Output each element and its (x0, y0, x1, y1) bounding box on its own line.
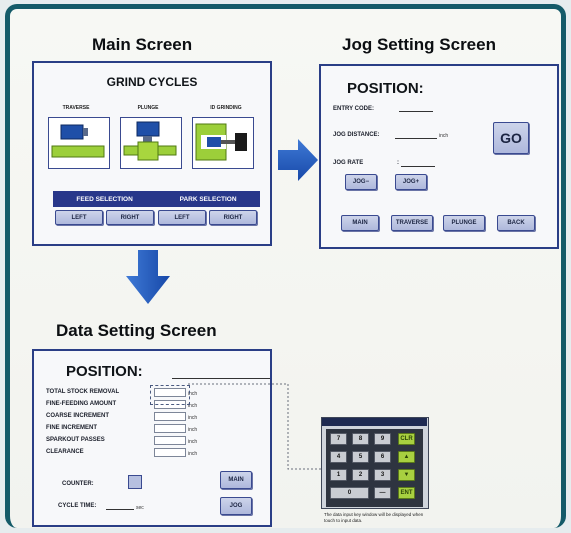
selection-header-bar: FEED SELECTION PARK SELECTION (53, 191, 260, 207)
key-8[interactable]: 8 (352, 433, 369, 445)
main-screen-title: Main Screen (92, 35, 193, 54)
grind-cycles-title: GRIND CYCLES (106, 75, 198, 89)
cycle-time-field (106, 509, 134, 510)
jog-minus-button[interactable]: JOG− (345, 174, 377, 190)
diagram-frame: Main Screen GRIND CYCLES TRAVERSE PLUNGE… (5, 4, 566, 528)
data-row-unit: inch (188, 415, 198, 421)
entry-code-field[interactable] (399, 111, 433, 112)
go-button[interactable]: GO (493, 122, 529, 154)
total-stock-removal-field[interactable] (154, 388, 186, 397)
counter-label: COUNTER: (62, 481, 94, 487)
entry-code-label: ENTRY CODE: (333, 106, 375, 112)
jog-distance-unit: inch (439, 133, 449, 139)
traverse-cycle-button[interactable] (48, 117, 110, 169)
counter-field[interactable] (128, 475, 142, 489)
arrow-to-jog-screen (278, 139, 318, 181)
key-minus[interactable]: — (374, 487, 391, 499)
feed-selection-label: FEED SELECTION (76, 195, 133, 203)
key-ent[interactable]: ENT (398, 487, 415, 499)
plunge-cycle-button[interactable] (120, 117, 182, 169)
data-position-field (172, 378, 270, 379)
id-grinding-icon (195, 123, 247, 161)
keypad-window: 7 8 9 CLR 4 5 6 ▲ 1 2 3 ▼ 0 — ENT (321, 417, 429, 509)
jog-distance-field[interactable] (395, 138, 437, 139)
park-left-button[interactable]: LEFT (158, 210, 206, 225)
key-3[interactable]: 3 (374, 469, 391, 481)
coarse-increment-field[interactable] (154, 412, 186, 421)
data-row-unit: inch (188, 403, 198, 409)
nav-back-button[interactable]: BACK (497, 215, 535, 231)
data-row-unit: inch (188, 391, 198, 397)
main-screen-panel: GRIND CYCLES TRAVERSE PLUNGE ID GRINDING (32, 61, 272, 246)
sparkout-passes-field[interactable] (154, 436, 186, 445)
data-row-unit: inch (188, 451, 198, 457)
jog-rate-label: JOG RATE (333, 160, 364, 166)
data-row-label: FINE INCREMENT (46, 425, 97, 431)
keypad-connector-line (188, 383, 322, 470)
data-row-unit: inch (188, 439, 198, 445)
data-row-label: TOTAL STOCK REMOVAL (46, 389, 120, 395)
selected-field-highlight (150, 385, 190, 405)
jog-screen-title: Jog Setting Screen (342, 35, 496, 54)
data-row-label: CLEARANCE (46, 449, 84, 455)
key-up[interactable]: ▲ (398, 451, 415, 463)
data-position-label: POSITION: (66, 363, 143, 380)
nav-main-button[interactable]: MAIN (341, 215, 379, 231)
plunge-icon (123, 121, 177, 161)
park-right-button[interactable]: RIGHT (209, 210, 257, 225)
id-grinding-cycle-button[interactable] (192, 117, 254, 169)
cycle-label-id-grinding: ID GRINDING (210, 105, 242, 111)
data-row-unit: inch (188, 427, 198, 433)
park-selection-label: PARK SELECTION (179, 195, 237, 203)
key-2[interactable]: 2 (352, 469, 369, 481)
key-4[interactable]: 4 (330, 451, 347, 463)
data-jog-button[interactable]: JOG (220, 497, 252, 515)
key-6[interactable]: 6 (374, 451, 391, 463)
nav-plunge-button[interactable]: PLUNGE (443, 215, 485, 231)
traverse-icon (51, 124, 105, 158)
jog-distance-label: JOG DISTANCE: (333, 132, 380, 138)
key-7[interactable]: 7 (330, 433, 347, 445)
feed-left-button[interactable]: LEFT (55, 210, 103, 225)
jog-position-label: POSITION: (347, 80, 424, 97)
data-row-label: FINE-FEEDING AMOUNT (46, 401, 117, 407)
clearance-field[interactable] (154, 448, 186, 457)
cycle-time-label: CYCLE TIME: (58, 503, 97, 509)
cycle-label-traverse: TRAVERSE (62, 105, 90, 111)
feed-right-button[interactable]: RIGHT (106, 210, 154, 225)
jog-screen-panel: POSITION: ENTRY CODE: JOG DISTANCE: inch… (319, 64, 559, 249)
key-1[interactable]: 1 (330, 469, 347, 481)
data-row-label: SPARKOUT PASSES (46, 437, 105, 443)
key-0[interactable]: 0 (330, 487, 369, 499)
cycle-label-plunge: PLUNGE (137, 105, 159, 111)
fine-increment-field[interactable] (154, 424, 186, 433)
jog-rate-colon: : (397, 160, 399, 166)
nav-traverse-button[interactable]: TRAVERSE (391, 215, 433, 231)
data-main-button[interactable]: MAIN (220, 471, 252, 489)
key-clr[interactable]: CLR (398, 433, 415, 445)
key-down[interactable]: ▼ (398, 469, 415, 481)
keypad-caption: The data input key window will be displa… (324, 512, 424, 523)
jog-rate-field[interactable] (401, 166, 435, 167)
data-screen-panel: POSITION: TOTAL STOCK REMOVAL inch FINE-… (32, 349, 272, 527)
cycle-time-unit: sec (136, 505, 144, 511)
jog-plus-button[interactable]: JOG+ (395, 174, 427, 190)
keypad-title-bar (322, 418, 427, 426)
key-5[interactable]: 5 (352, 451, 369, 463)
data-screen-title: Data Setting Screen (56, 321, 217, 340)
arrow-to-data-screen (126, 250, 170, 304)
data-row-label: COARSE INCREMENT (46, 413, 110, 419)
key-9[interactable]: 9 (374, 433, 391, 445)
